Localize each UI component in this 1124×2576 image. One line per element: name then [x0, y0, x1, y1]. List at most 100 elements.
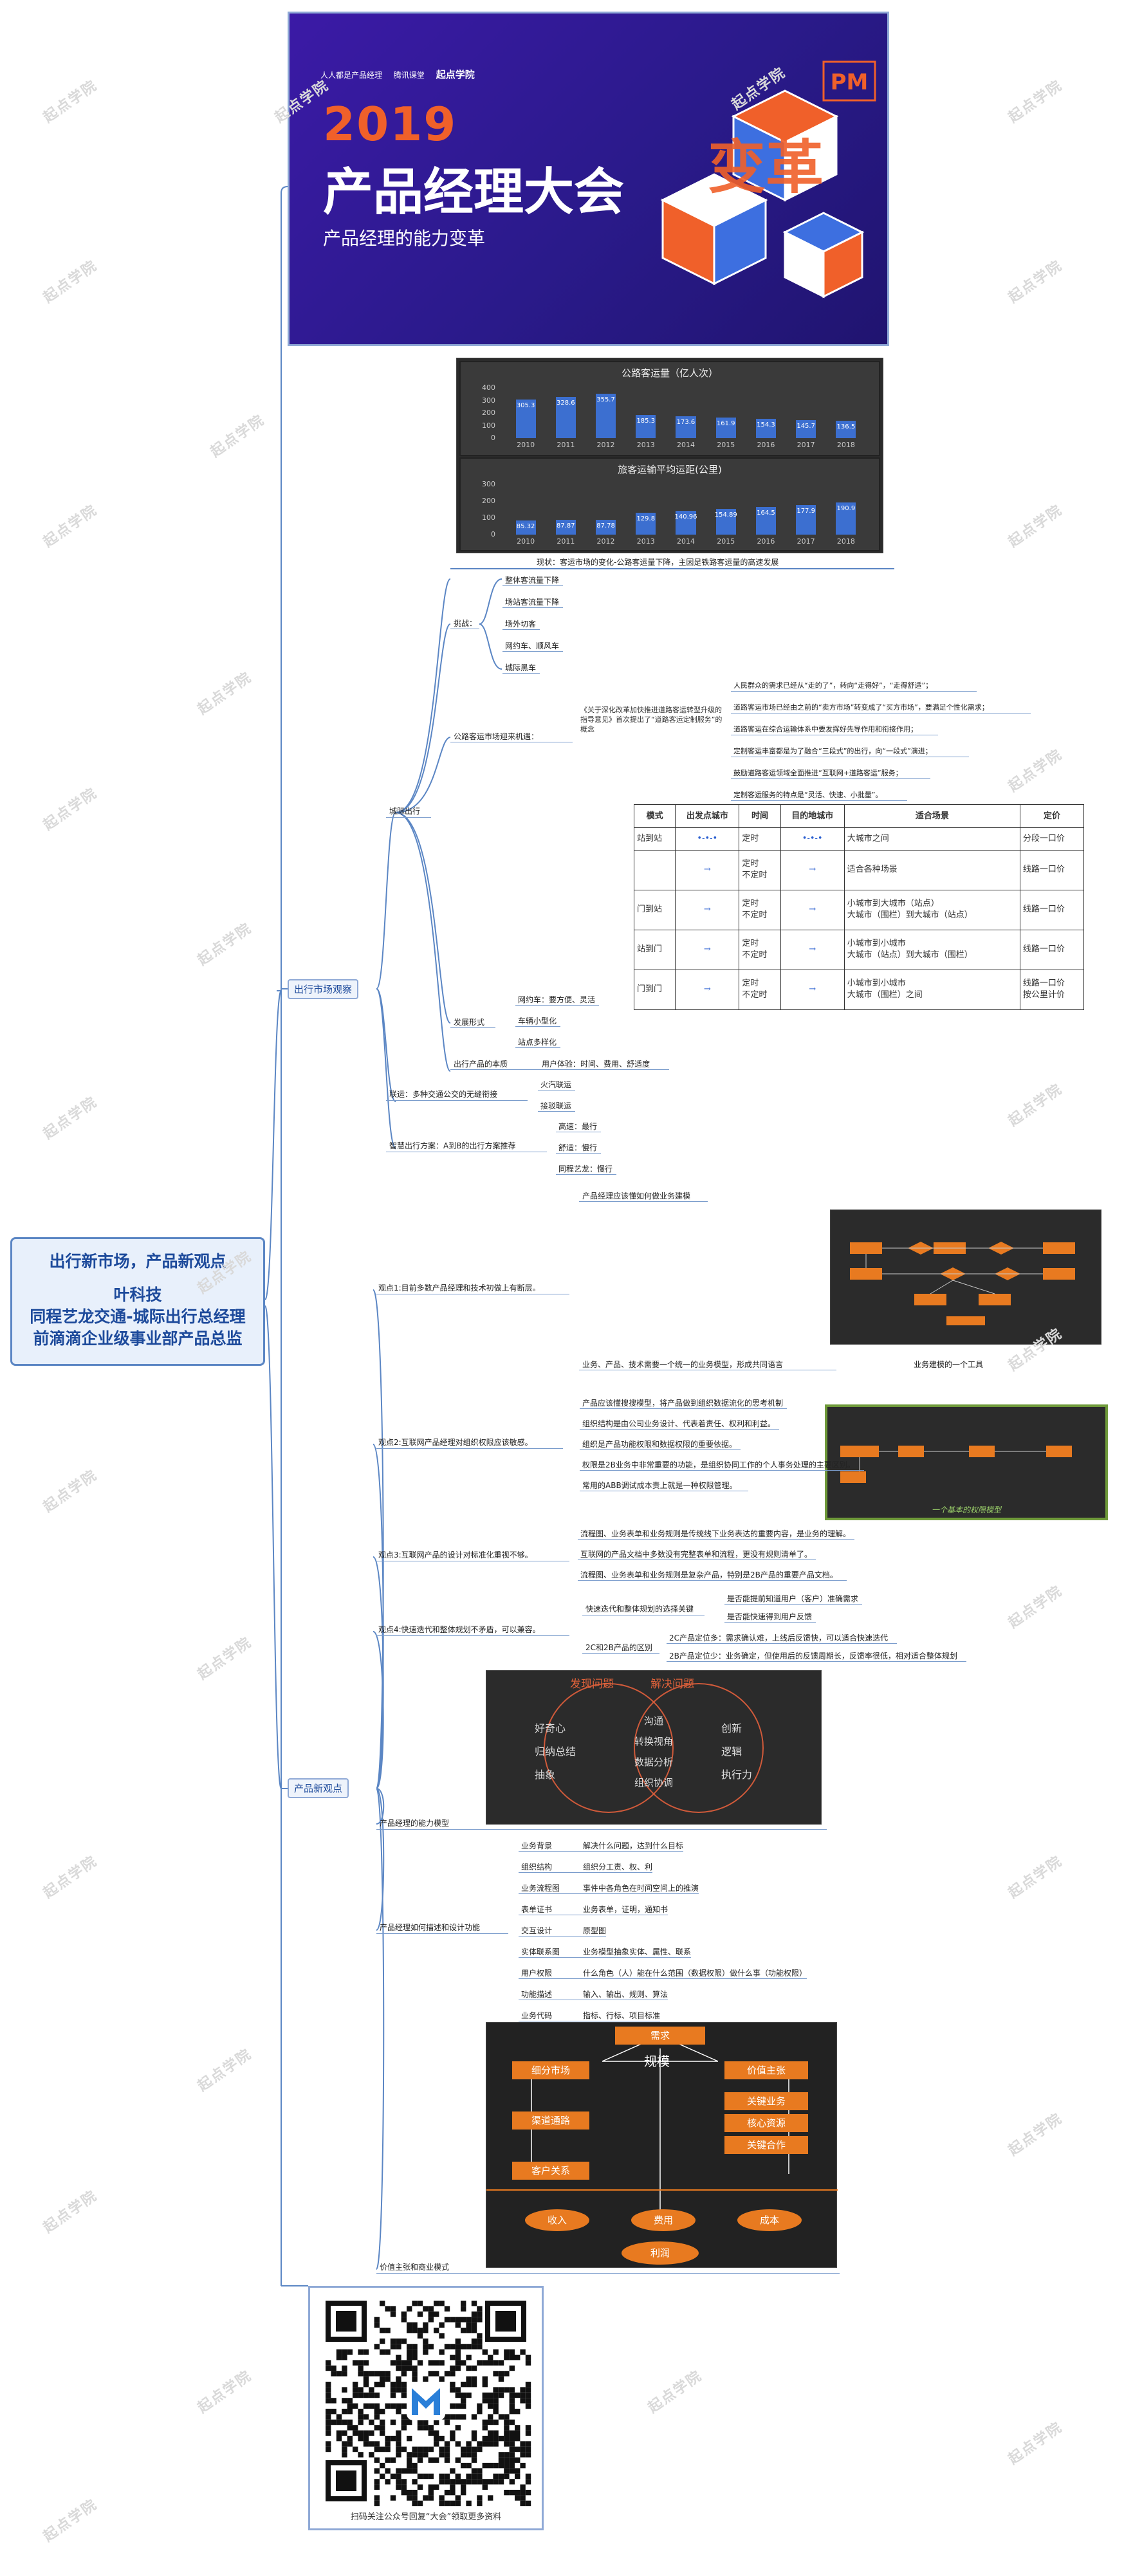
challenge-item[interactable]: 场站客流量下降: [505, 598, 560, 607]
develop-item[interactable]: 车辆小型化: [518, 1017, 557, 1026]
bar-value-label: 145.7: [797, 422, 815, 430]
ability-item: 转换视角: [634, 1736, 673, 1747]
node-fast-iter[interactable]: 快速迭代和整体规划的选择关键: [585, 1605, 694, 1614]
bar: [515, 400, 536, 438]
spec-item[interactable]: 表单证书: [521, 1905, 553, 1914]
bar: [555, 396, 576, 438]
origin-dot-icon: •-•-•: [697, 833, 718, 843]
node-reform[interactable]: 公路客运市场迎来机遇：: [454, 732, 539, 741]
fast-item[interactable]: 是否能快速得到用户反馈: [727, 1612, 813, 1621]
combo-item[interactable]: 接驳联运: [540, 1101, 572, 1110]
view3-item[interactable]: 流程图、业务表单和业务规则是复杂产品，特别是2B产品的重要产品文档。: [580, 1570, 838, 1579]
table-cell: 适合各种场景: [843, 849, 1020, 890]
spec-item[interactable]: 实体联系图: [521, 1947, 560, 1956]
pm-badge: PM: [831, 69, 869, 95]
canvas-bottom-item: 收入: [525, 2209, 589, 2231]
node-view1[interactable]: 观点1:目前多数产品经理和技术初做上有断层。: [378, 1283, 540, 1293]
node-canvas[interactable]: 价值主张和商业模式: [380, 2263, 450, 2272]
m-logo-icon: [412, 2388, 440, 2415]
smart-item[interactable]: 舒适：慢行: [558, 1143, 598, 1152]
reform-item[interactable]: 道路客运市场已经由之前的“卖方市场”转变成了“买方市场”，要满足个性化需求；: [733, 703, 989, 712]
x-tick-label: 2011: [557, 537, 575, 546]
smart-item[interactable]: 同程艺龙：慢行: [558, 1164, 613, 1173]
fast-item[interactable]: 是否能提前知道用户（客户）准确需求: [727, 1594, 859, 1603]
underline: [724, 1604, 862, 1605]
spec-item[interactable]: 业务流程图: [521, 1884, 560, 1893]
reform-item[interactable]: 定制客运丰富都是为了融合“三段式”的出行，向“一段式”演进；: [733, 747, 932, 755]
node-develop[interactable]: 发展形式: [454, 1018, 485, 1027]
branch-market[interactable]: 出行市场观察: [288, 979, 359, 999]
canvas-scale: 规模: [644, 2054, 670, 2069]
table-cell: →: [780, 969, 845, 1011]
logo-qidian: 起点学院: [436, 69, 475, 80]
node-challenge[interactable]: 挑战：: [454, 619, 477, 628]
node-view3[interactable]: 观点3:互联网产品的设计对标准化重视不够。: [378, 1550, 533, 1559]
challenge-item[interactable]: 网约车、顺风车: [505, 641, 560, 650]
ability-item: 沟通: [643, 1715, 663, 1727]
table-cell: →: [675, 889, 740, 930]
table-cell: →: [675, 929, 740, 970]
view1-top: 产品经理应该懂如何做业务建模: [582, 1191, 691, 1201]
spec-item[interactable]: 功能描述: [521, 1990, 553, 1999]
chart-title: 旅客运输平均运距(公里): [618, 464, 722, 475]
view3-item[interactable]: 互联网的产品文档中多数没有完整表单和流程，更没有规则清单了。: [580, 1550, 813, 1559]
logo-woshipm: 人人都是产品经理: [320, 71, 383, 80]
spec-item[interactable]: 业务代码: [521, 2011, 553, 2020]
table-cell: 分段一口价: [1019, 827, 1085, 851]
view1-bottom: 业务、产品、技术需要一个统一的业务模型，形成共同语言: [582, 1360, 784, 1369]
reform-item[interactable]: 鼓励道路客运领域全面推进“互联网+道路客运”服务；: [733, 769, 903, 777]
view2-item[interactable]: 组织是产品功能权限和数据权限的重要依据。: [582, 1440, 737, 1449]
node-intercity[interactable]: 城际出行: [389, 807, 421, 816]
challenge-item[interactable]: 场外切客: [505, 620, 537, 629]
node-2c2b[interactable]: 2C和2B产品的区别: [585, 1643, 652, 1652]
node-view4[interactable]: 观点4:快速迭代和整体规划不矛盾，可以兼容。: [378, 1625, 540, 1634]
node-ability[interactable]: 产品经理的能力模型: [380, 1819, 450, 1828]
canvas-left-box: 渠道通路: [512, 2111, 589, 2130]
develop-item[interactable]: 站点多样化: [518, 1038, 557, 1047]
node-combo[interactable]: 联运：多种交通公交的无缝衔接: [389, 1090, 498, 1099]
reform-item[interactable]: 定制客运服务的特点是“灵活、快速、小批量”。: [733, 791, 883, 799]
view2-item[interactable]: 组织结构是由公司业务设计、代表着责任、权利和利益。: [582, 1419, 776, 1428]
diff-item[interactable]: 2C产品定位多：需求确认难，上线后反馈快，可以适合快速迭代: [669, 1633, 889, 1642]
business-model-diagram: [830, 1210, 1101, 1345]
canvas-right-box: 价值主张: [724, 2061, 808, 2079]
combo-item[interactable]: 火汽联运: [540, 1080, 572, 1089]
table-cell: 线路一口价 按公里计价: [1019, 969, 1085, 1011]
view3-item[interactable]: 流程图、业务表单和业务规则是传统线下业务表达的重要内容，是业务的理解。: [580, 1529, 851, 1538]
smart-item[interactable]: 高速：最行: [558, 1122, 598, 1131]
challenge-item[interactable]: 城际黑车: [505, 663, 537, 672]
underline: [578, 1580, 847, 1581]
table-row: 站到门→定时 不定时→小城市到小城市 大城市（站点）到大城市（围栏）线路一口价: [633, 929, 1085, 970]
table-cell: 定时 不定时: [739, 889, 781, 930]
node-view2[interactable]: 观点2:互联网产品经理对组织权限应该敏感。: [378, 1438, 533, 1447]
x-tick-label: 2018: [836, 537, 855, 546]
node-spec[interactable]: 产品经理如何描述和设计功能: [380, 1923, 481, 1932]
spec-item[interactable]: 业务背景: [521, 1841, 553, 1850]
spec-item[interactable]: 交互设计: [521, 1926, 553, 1935]
x-tick-label: 2015: [717, 537, 735, 546]
view2-item[interactable]: 产品应该懂搜搜模型，将产品做到组织数据流化的思考机制: [582, 1399, 784, 1408]
x-tick-label: 2011: [557, 441, 575, 449]
underline: [580, 1408, 787, 1409]
canvas-demand: 需求: [615, 2027, 705, 2045]
table-cell: →: [675, 969, 740, 1011]
spec-item[interactable]: 用户权限: [521, 1969, 553, 1978]
x-tick-label: 2016: [757, 537, 775, 546]
view2-item[interactable]: 常用的ABB调试成本责上就是一种权限管理。: [582, 1481, 737, 1490]
node-essence[interactable]: 出行产品的本质: [454, 1060, 508, 1069]
reform-item[interactable]: 人民群众的需求已经从“走的了”，转向“走得好”，“走得舒适”；: [733, 681, 933, 690]
view2-item[interactable]: 权限是2B业务中非常重要的功能，是组织协同工作的个人事务处理的主要区别。: [582, 1460, 855, 1469]
root-node[interactable]: 出行新市场，产品新观点 叶科技 同程艺龙交通-城际出行总经理 前滴滴企业级事业部…: [10, 1237, 265, 1366]
root-speaker: 叶科技: [113, 1285, 162, 1304]
branch-viewpoints[interactable]: 产品新观点: [288, 1778, 349, 1798]
diff-item[interactable]: 2B产品定位少：业务确定，但使用后的反馈周期长，反馈率很低，相对适合整体规划: [669, 1651, 957, 1661]
develop-item[interactable]: 网约车：要方便、灵活: [518, 995, 596, 1004]
reform-item[interactable]: 道路客运在综合运输体系中要发挥好先导作用和衔接作用；: [733, 725, 917, 733]
banner-subtitle: 产品经理的能力变革: [323, 228, 486, 249]
node-smart[interactable]: 智慧出行方案：A到B的出行方案推荐: [389, 1141, 516, 1150]
underline: [731, 691, 977, 692]
spec-item[interactable]: 组织结构: [521, 1863, 553, 1872]
challenge-item[interactable]: 整体客流量下降: [505, 576, 560, 585]
x-tick-label: 2014: [676, 537, 695, 546]
